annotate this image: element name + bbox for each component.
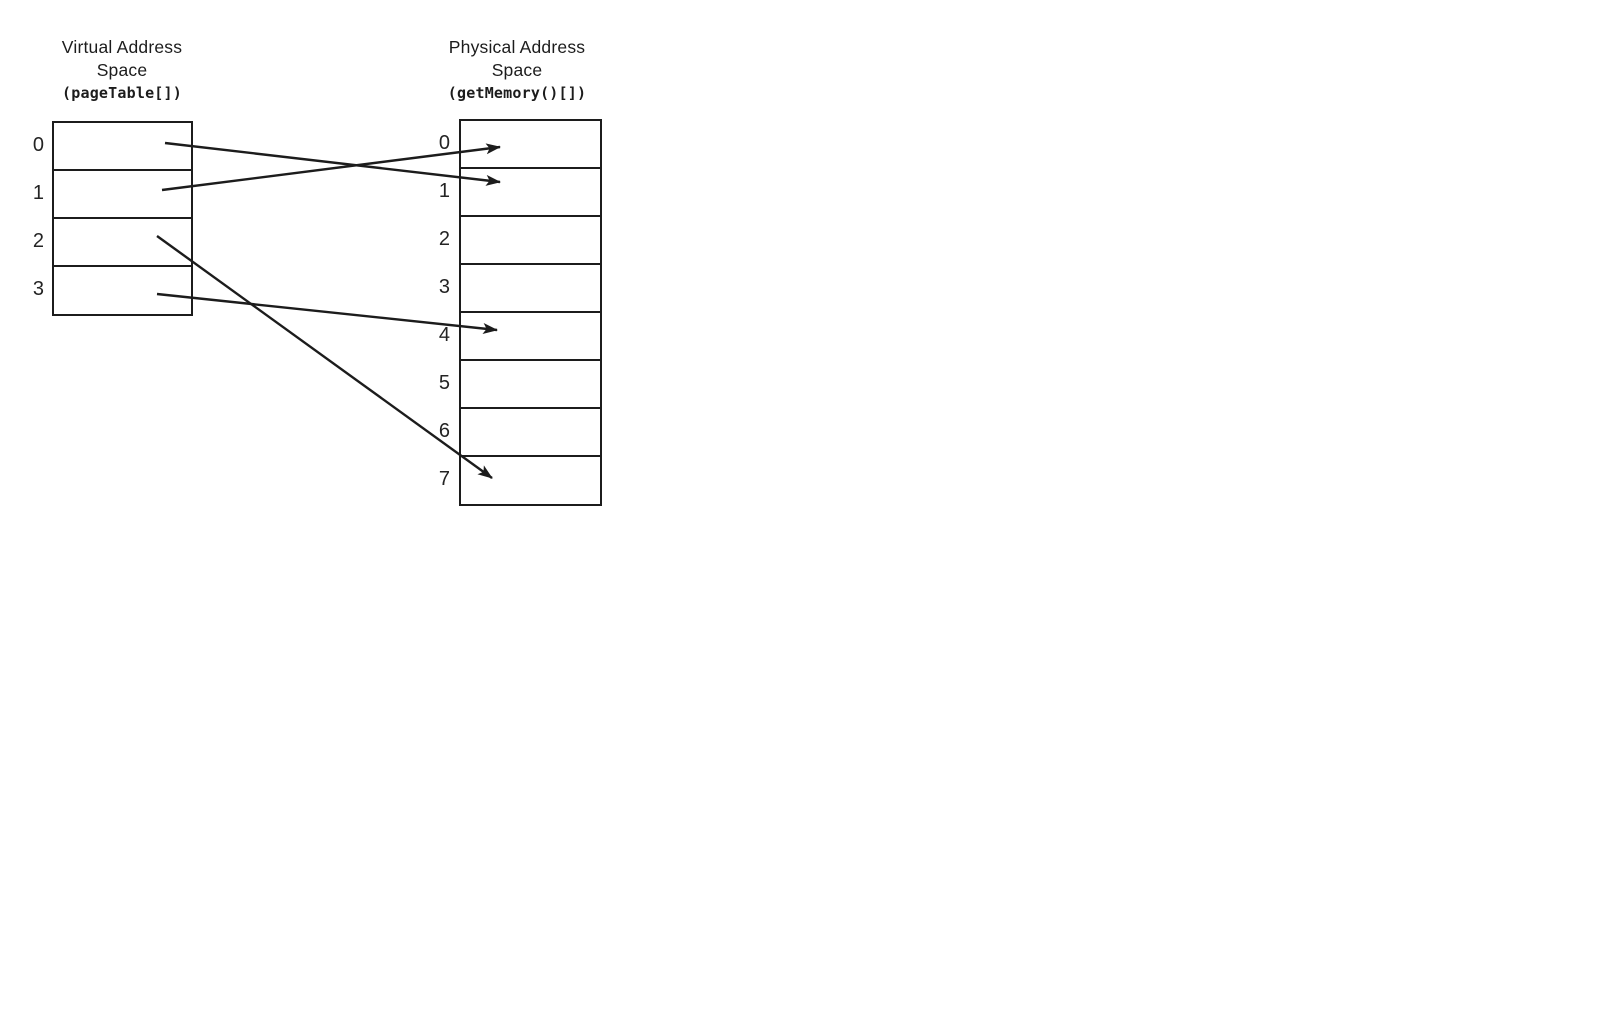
virtual-row-0 (54, 123, 191, 171)
physical-row-5 (461, 361, 600, 409)
virtual-row-label-1: 1 (32, 182, 44, 204)
virtual-title-line1: Virtual Address (61, 37, 183, 57)
virtual-row-label-0: 0 (32, 134, 44, 156)
virtual-address-table (52, 121, 193, 316)
physical-row-label-3: 3 (438, 276, 450, 298)
physical-row-2 (461, 217, 600, 265)
physical-title-line2: Space (491, 60, 543, 80)
physical-row-4 (461, 313, 600, 361)
virtual-row-2 (54, 219, 191, 267)
physical-row-7 (461, 457, 600, 505)
virtual-table-title: Virtual Address Space (pageTable[]) (22, 36, 222, 105)
physical-row-label-5: 5 (438, 372, 450, 394)
physical-row-label-4: 4 (438, 324, 450, 346)
virtual-row-label-3: 3 (32, 278, 44, 300)
physical-title-code: (getMemory()[]) (447, 84, 587, 102)
physical-title-line1: Physical Address (448, 37, 586, 57)
physical-row-3 (461, 265, 600, 313)
physical-row-label-6: 6 (438, 420, 450, 442)
physical-row-label-7: 7 (438, 468, 450, 490)
physical-address-table (459, 119, 602, 506)
physical-row-1 (461, 169, 600, 217)
physical-row-label-1: 1 (438, 180, 450, 202)
virtual-row-3 (54, 267, 191, 315)
virtual-row-label-2: 2 (32, 230, 44, 252)
virtual-title-code: (pageTable[]) (62, 84, 182, 102)
physical-row-0 (461, 121, 600, 169)
physical-table-title: Physical Address Space (getMemory()[]) (417, 36, 617, 105)
virtual-title-line2: Space (96, 60, 148, 80)
virtual-row-1 (54, 171, 191, 219)
physical-row-label-0: 0 (438, 132, 450, 154)
physical-row-label-2: 2 (438, 228, 450, 250)
physical-row-6 (461, 409, 600, 457)
